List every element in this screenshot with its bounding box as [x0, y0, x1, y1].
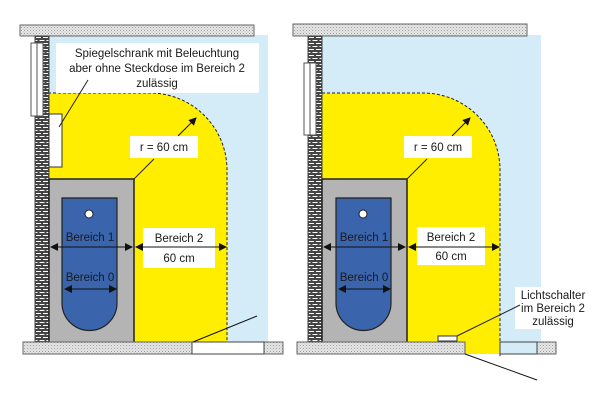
radius-arrow — [451, 117, 471, 137]
bereich-1-label: Bereich 1 — [340, 232, 389, 244]
bereich-2-width: 60 cm — [435, 251, 466, 263]
bereich-2-label: Bereich 2 — [155, 233, 204, 245]
door-leaf — [464, 353, 538, 381]
top-wall — [19, 24, 255, 37]
mirror-cabinet — [48, 113, 63, 168]
radius-label: r = 60 cm — [414, 142, 462, 154]
radius-label: r = 60 cm — [140, 142, 188, 154]
door-leaf — [192, 315, 258, 343]
radius-arrow — [177, 117, 197, 137]
bereich-0-label: Bereich 0 — [66, 272, 115, 284]
door — [499, 341, 538, 355]
bereich-0-label: Bereich 0 — [340, 272, 389, 284]
note-line-2: aber ohne Steckdose im Bereich 2 — [69, 63, 245, 75]
bereich-2-boundary — [48, 92, 228, 343]
note-line-2: im Bereich 2 — [521, 303, 585, 315]
bathtub-basin — [61, 197, 118, 332]
bereich-1-label: Bereich 1 — [66, 232, 115, 244]
note-line-1: Lichtschalter — [521, 290, 586, 302]
note-line-1: Spiegelschrank mit Beleuchtung — [75, 48, 239, 60]
drain-icon — [358, 209, 368, 219]
note-box — [515, 287, 591, 329]
radius-box — [404, 136, 472, 158]
drain-icon — [84, 209, 94, 219]
door — [191, 341, 265, 355]
bereich-2-width: 60 cm — [163, 253, 194, 265]
bathtub-basin — [335, 197, 392, 332]
right-panel: Bereich 1 Bereich 0 Bereich 2 60 cm r = … — [292, 23, 591, 381]
note-line-3: zulässig — [532, 316, 574, 328]
bereich-2-label: Bereich 2 — [427, 232, 476, 244]
bottom-wall-right — [536, 341, 557, 355]
left-panel: Spiegelschrank mit Beleuchtung aber ohne… — [19, 24, 284, 355]
bereich-2-boundary — [322, 92, 501, 357]
note-box — [56, 43, 259, 93]
note-line-3: zulässig — [136, 78, 178, 90]
bottom-wall-left — [296, 341, 466, 355]
top-wall — [292, 23, 528, 37]
light-switch — [437, 335, 458, 342]
radius-box — [130, 136, 198, 158]
